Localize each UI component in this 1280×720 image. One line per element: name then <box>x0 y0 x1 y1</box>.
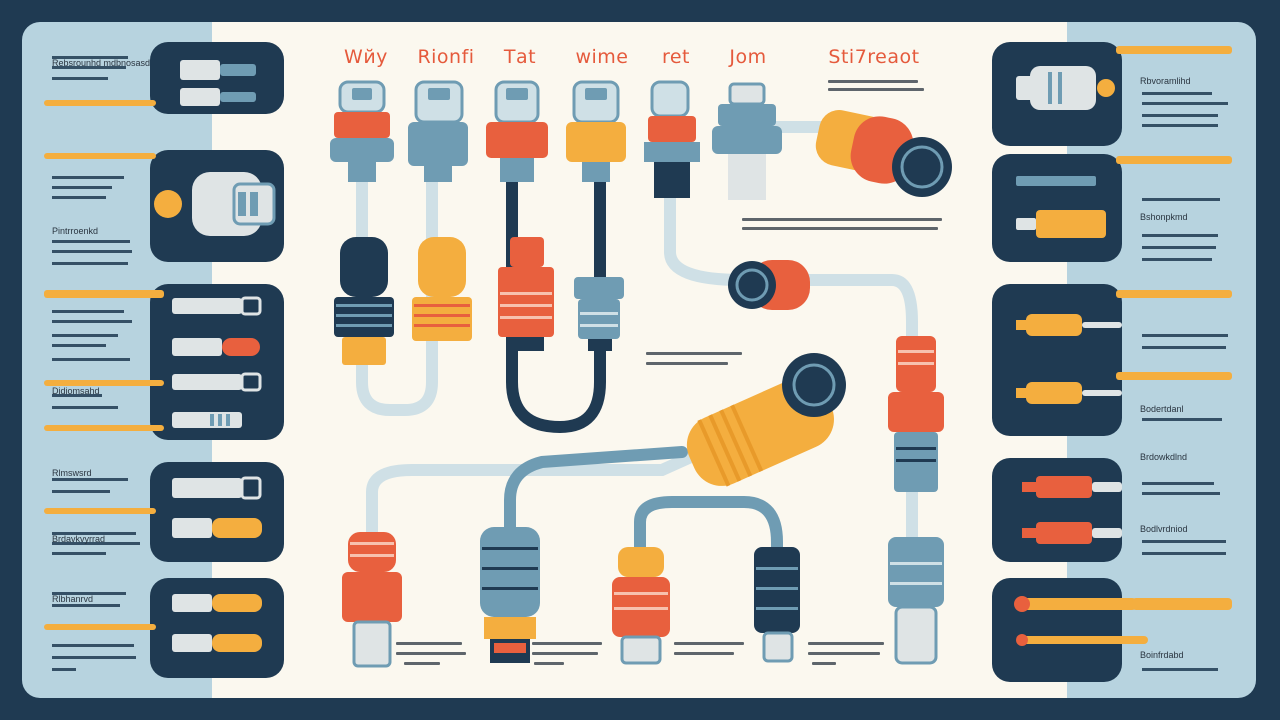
left-panel: Pintrroenkd Rlmswsrd Rlbhanrvd Brdavkvyr… <box>44 42 284 678</box>
heading-6: Jom <box>728 46 766 68</box>
right-plug-icons <box>1014 66 1148 646</box>
connector-top-1 <box>330 80 394 182</box>
illegible-captions <box>396 80 942 665</box>
connector-top-2 <box>408 80 468 182</box>
heading-3: Tаt <box>503 46 536 68</box>
left-label-2: Didiomsahd <box>52 386 100 396</box>
right-card-4 <box>992 458 1122 562</box>
cable-bottom-arc <box>634 496 783 558</box>
right-panel: Rbvoramlihd Bshonpkmd Bodertdanl Brdowkd… <box>992 42 1232 682</box>
heading-7: Stі7reаоt <box>828 46 919 68</box>
connector-top-3 <box>486 80 548 182</box>
barrel-connector-center <box>686 353 846 487</box>
right-label-3: Brdowkdlnd <box>1140 452 1187 462</box>
column-headings: Wйу Rіоnfi Tаt wіmе ret Jom Stі7reаоt <box>344 46 919 68</box>
connector-top-6 <box>712 82 782 200</box>
connector-mid-3 <box>498 237 554 351</box>
left-plug-icons <box>154 60 276 652</box>
heading-1: Wйу <box>344 46 388 68</box>
infographic-frame: Wйу Rіоnfi Tаt wіmе ret Jom Stі7reаоt <box>22 22 1256 698</box>
connector-mid-1 <box>334 237 394 365</box>
left-callout-bars <box>44 100 164 630</box>
barrel-connector-middle <box>728 260 810 310</box>
cable-loop-1 <box>356 176 438 416</box>
left-card-5 <box>150 578 284 678</box>
right-label-5: Boinfrdabd <box>1140 650 1184 660</box>
right-label-2: Bodertdanl <box>1140 404 1184 414</box>
cable-bottom-left <box>366 446 708 558</box>
right-card-3 <box>992 284 1122 436</box>
right-card-2 <box>992 154 1122 262</box>
left-label-4: Brdavkvyrrad <box>52 534 105 544</box>
left-illegible-text <box>52 56 140 671</box>
connector-bottom-4 <box>754 547 800 663</box>
connector-bottom-3 <box>612 547 670 665</box>
connector-diagram: Wйу Rіоnfi Tаt wіmе ret Jom Stі7reаоt <box>44 42 1232 682</box>
left-label-3: Rlmswsrd <box>52 468 92 478</box>
heading-4: wіmе <box>575 46 628 68</box>
heading-2: Rіоnfi <box>417 46 474 68</box>
connector-right-vertical <box>888 336 944 492</box>
heading-5: ret <box>662 46 690 68</box>
right-label-4: Bodlvrdniod <box>1140 524 1188 534</box>
right-label-1: Bshonpkmd <box>1140 212 1188 222</box>
connector-top-4 <box>566 80 626 182</box>
connector-mid-2 <box>412 237 472 341</box>
right-label-0: Rbvoramlihd <box>1140 76 1191 86</box>
cable-loop-2 <box>506 176 606 434</box>
connector-bottom-2 <box>480 527 540 663</box>
right-card-5 <box>992 578 1122 682</box>
left-card-3 <box>150 284 284 440</box>
connector-bottom-5 <box>888 537 944 665</box>
connector-bottom-1 <box>342 532 402 668</box>
left-label-0: Rebsrounhd mdbnosasd <box>52 58 150 68</box>
left-label-1: Pintrroenkd <box>52 226 98 236</box>
cable-bottom-mid <box>504 446 688 538</box>
barrel-connector-top-right <box>815 110 952 197</box>
right-illegible-text <box>1142 92 1228 671</box>
connector-top-5 <box>644 80 700 198</box>
connector-mid-4 <box>574 277 624 351</box>
right-callout-bars <box>1116 46 1232 610</box>
left-label-5: Rlbhanrvd <box>52 594 93 604</box>
left-card-4 <box>150 462 284 562</box>
